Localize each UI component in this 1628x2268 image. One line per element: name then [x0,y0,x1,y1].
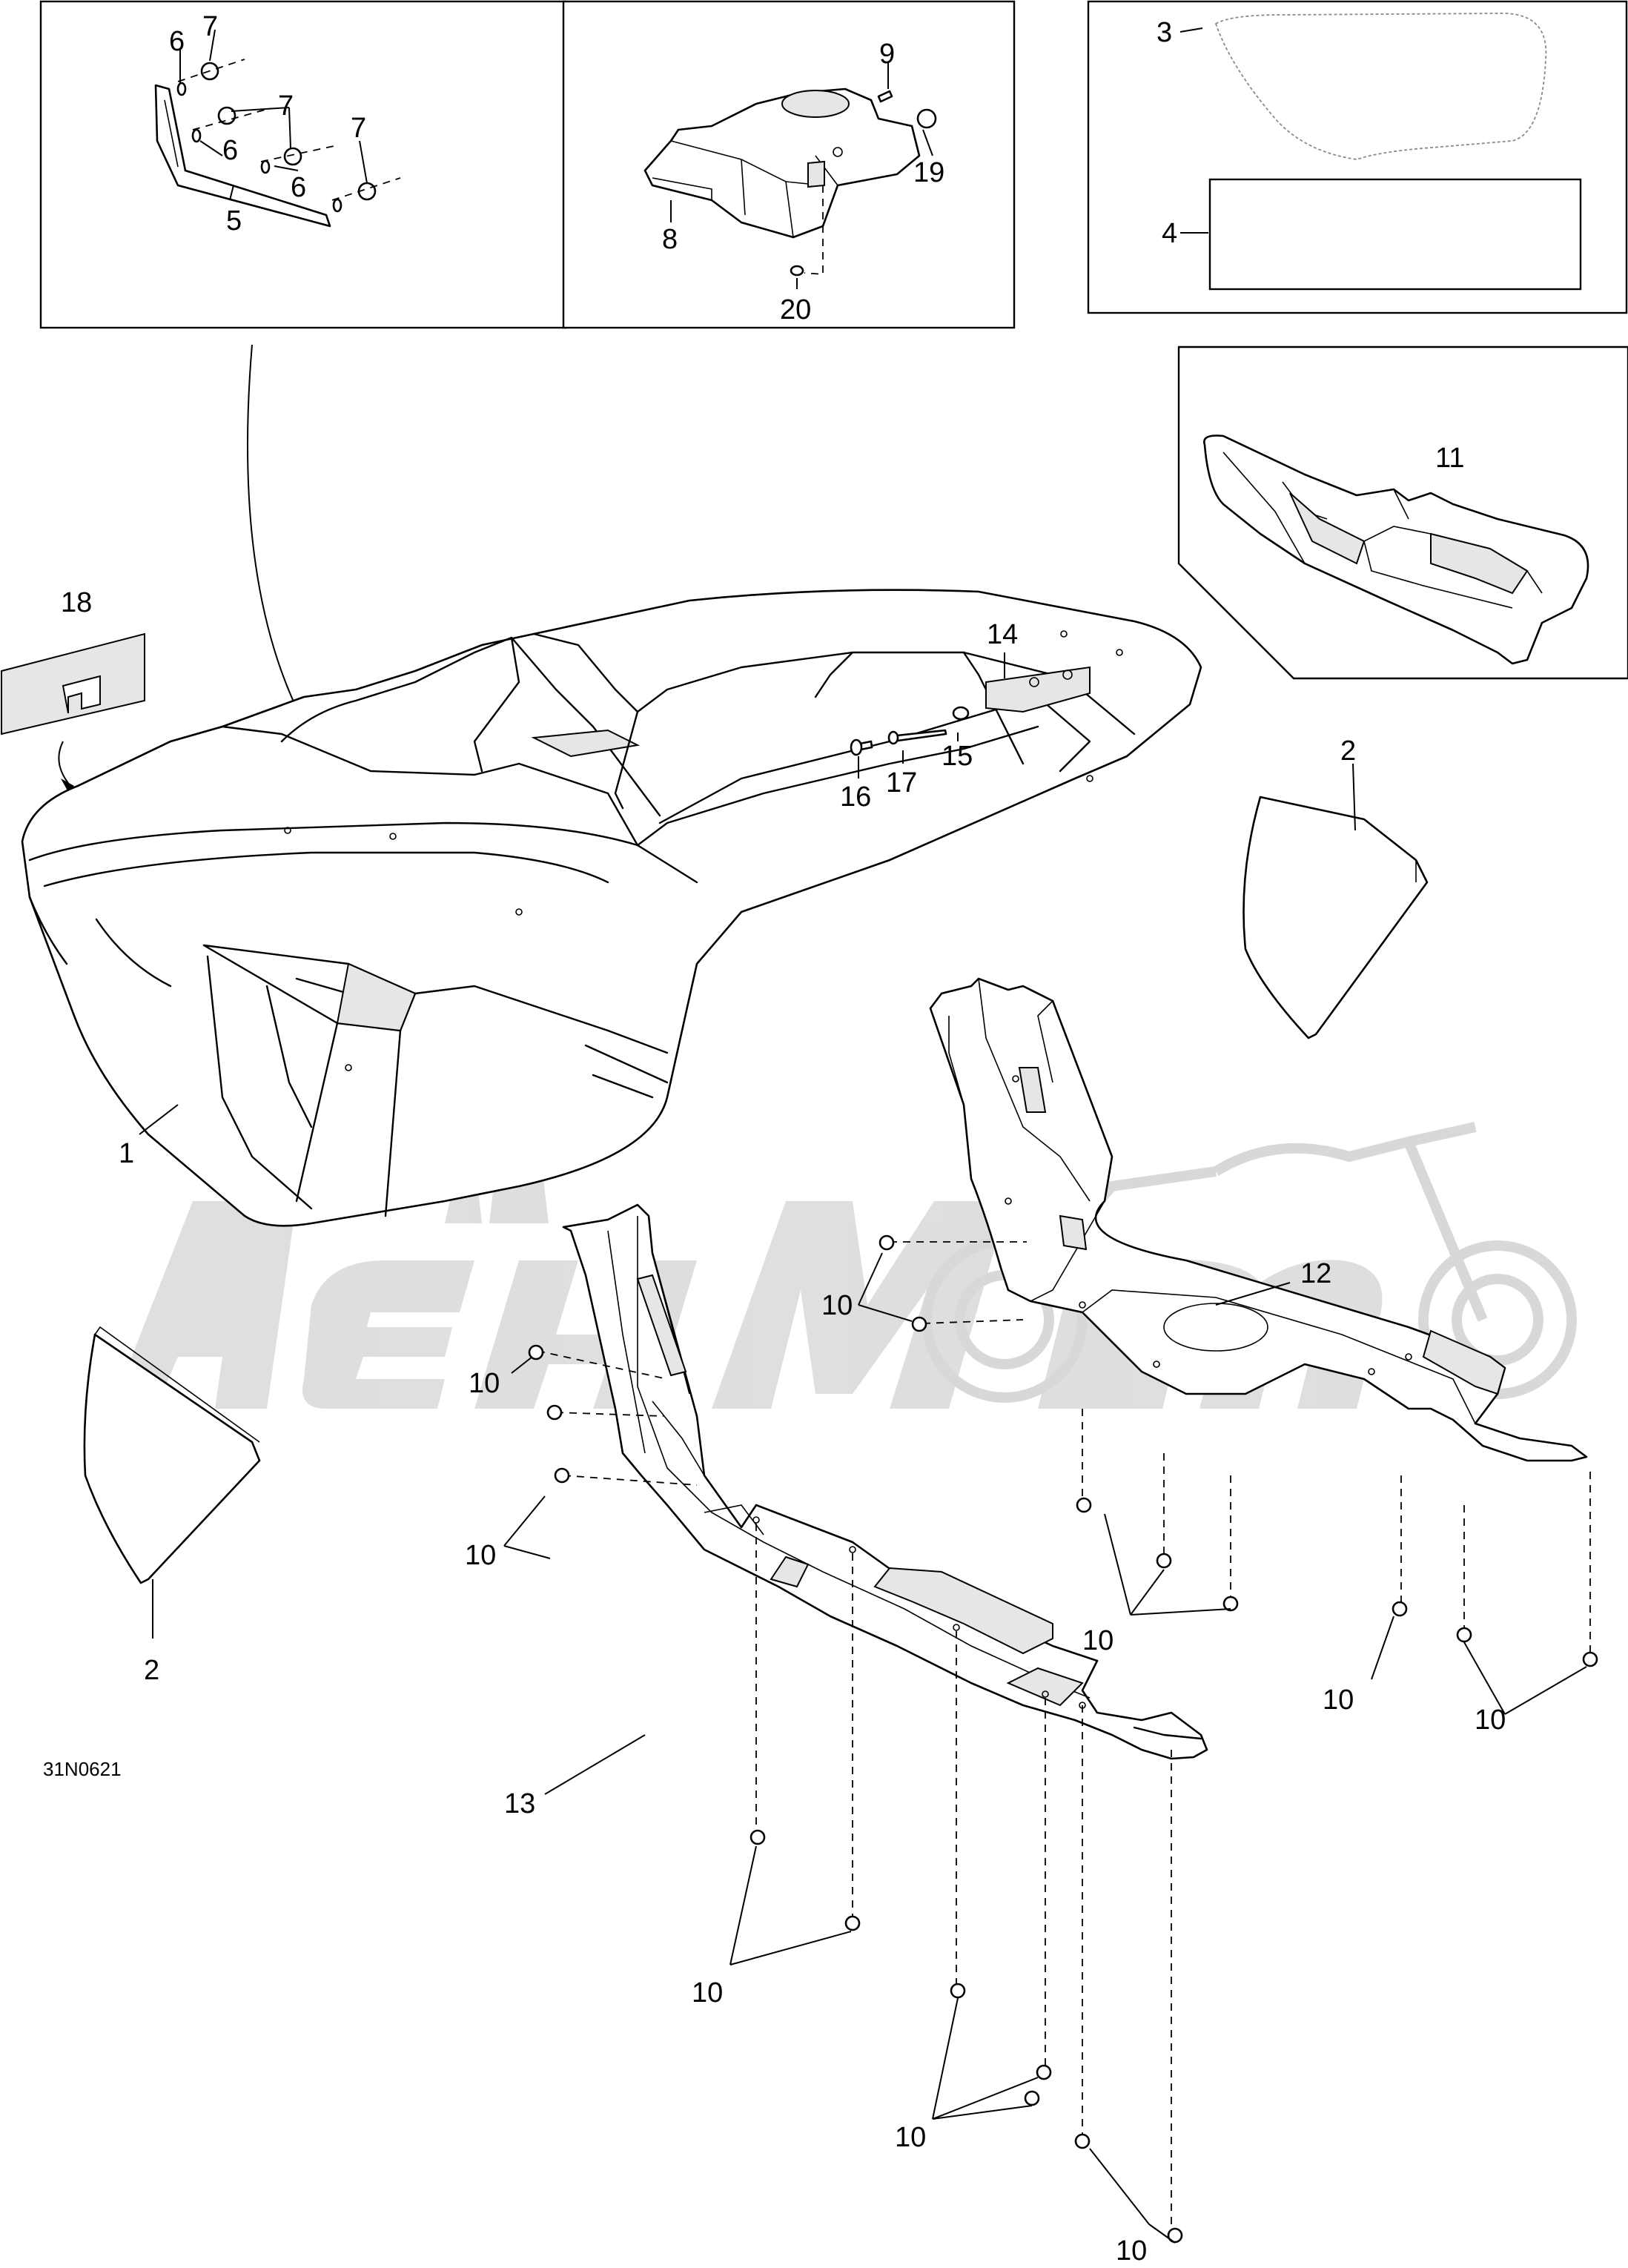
callout-4: 4 [1162,218,1177,249]
washer-7b [217,106,236,125]
callout-10: 10 [692,1977,723,2009]
callout-2: 2 [144,1655,159,1686]
storage-cover [643,87,921,239]
bushing-15 [952,706,970,721]
foam-block-18 [0,632,145,792]
callout-5: 5 [226,205,242,237]
callout-10: 10 [821,1290,853,1321]
callout-13: 13 [504,1788,535,1819]
trim-strip [154,84,331,228]
callout-10: 10 [895,2122,926,2153]
fasteners-10 [528,1234,1598,2244]
spacer-6c [260,159,271,174]
callout-19: 19 [913,157,944,188]
callout-1: 1 [119,1138,134,1169]
callout-15: 15 [942,741,973,772]
callout-6: 6 [291,172,306,203]
callout-10: 10 [1116,2235,1147,2267]
callout-9: 9 [879,39,895,70]
figure-code: 31N0621 [43,1758,122,1780]
side-panel-2-right [1242,796,1429,1039]
callout-10: 10 [1082,1625,1114,1656]
inset-box-seat [1177,346,1628,680]
bracket-13 [562,1203,1208,1760]
callout-11: 11 [1435,443,1464,474]
inset-box-trim-strip [39,0,567,329]
label-4 [1208,178,1582,291]
callout-7: 7 [351,113,366,144]
screw-9 [877,90,893,103]
side-panel-2-left [83,1333,261,1584]
callout-8: 8 [662,224,678,255]
spacer-6d [332,198,343,213]
callout-7: 7 [202,11,218,42]
callout-10: 10 [465,1540,496,1571]
callout-10: 10 [469,1368,500,1399]
callout-6: 6 [222,135,238,166]
tray-12 [929,977,1588,1462]
callout-2: 2 [1340,735,1356,767]
nut-20 [790,265,804,277]
callout-6: 6 [169,26,185,57]
inset-box-decals [1087,0,1628,314]
seat [1203,434,1589,665]
callout-12: 12 [1300,1258,1331,1289]
spacer-6a [176,82,187,96]
inset-box-cover [562,0,1016,329]
callout-10: 10 [1323,1685,1354,1716]
callout-14: 14 [987,619,1018,650]
callout-17: 17 [886,767,917,799]
callout-7: 7 [278,90,294,122]
main-body-1 [21,589,1202,1227]
callout-labels: 6 7 7 6 7 6 5 9 19 8 20 3 4 11 18 14 15 … [43,11,1506,2267]
callout-3: 3 [1157,17,1172,48]
washer-7c [283,147,302,166]
callout-18: 18 [61,587,92,618]
callout-16: 16 [840,781,871,813]
callout-20: 20 [780,294,811,325]
spacer-6b [191,128,202,143]
cap-19 [916,108,937,129]
decal-3 [1214,13,1547,160]
callout-10: 10 [1475,1705,1506,1736]
callout-leaders [139,652,1587,2244]
